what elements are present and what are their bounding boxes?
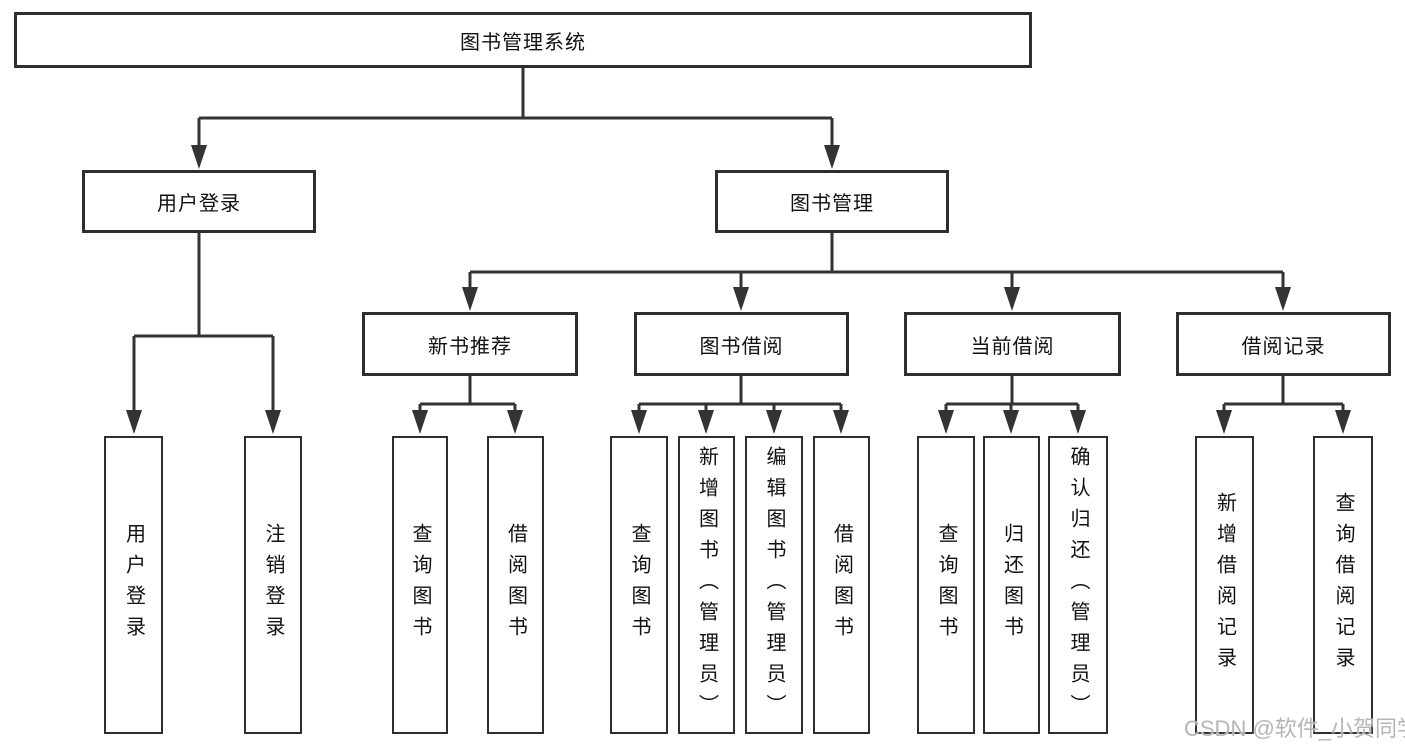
csdn-watermark: CSDN @软件_小贺同学 (1184, 716, 1405, 741)
node-borrowing-records: 借阅记录 (1176, 312, 1391, 376)
leaf-borrow-books: 借阅图书 (813, 436, 870, 734)
node-label: 查询借阅记录 (1332, 492, 1354, 678)
node-label: 新增图书（管理员） (695, 445, 718, 725)
node-book-borrowing: 图书借阅 (634, 312, 849, 376)
node-label: 图书借阅 (699, 335, 784, 358)
node-book-management: 图书管理 (715, 170, 949, 233)
leaf-borrow-books-recommend: 借阅图书 (487, 436, 544, 734)
arrowheads (126, 145, 1351, 434)
leaf-add-borrow-record: 新增借阅记录 (1195, 436, 1254, 734)
leaf-user-login: 用户登录 (104, 436, 163, 734)
node-current-borrowing: 当前借阅 (904, 312, 1121, 376)
node-user-login: 用户登录 (82, 170, 316, 233)
leaf-query-borrow-record: 查询借阅记录 (1313, 436, 1373, 734)
node-new-book-recommendation: 新书推荐 (362, 312, 578, 376)
node-label: 编辑图书（管理员） (763, 445, 785, 725)
node-label: 图书管理系统 (460, 31, 586, 54)
leaf-return-books: 归还图书 (983, 436, 1040, 734)
node-label: 借阅图书 (504, 523, 527, 647)
node-label: 新书推荐 (428, 335, 512, 358)
node-label: 注销登录 (262, 523, 284, 647)
leaf-logout: 注销登录 (244, 436, 302, 734)
node-library-management-system: 图书管理系统 (14, 12, 1032, 68)
leaf-edit-books-admin: 编辑图书（管理员） (745, 436, 803, 734)
node-label: 确认归还（管理员） (1067, 445, 1089, 725)
node-label: 查询图书 (628, 523, 650, 647)
node-label: 新增借阅记录 (1213, 492, 1236, 678)
node-label: 图书管理 (790, 193, 874, 215)
leaf-confirm-return-admin: 确认归还（管理员） (1048, 436, 1108, 734)
node-label: 当前借阅 (970, 335, 1055, 358)
node-label: 查询图书 (409, 523, 431, 647)
leaf-query-books-current: 查询图书 (917, 436, 975, 734)
node-label: 查询图书 (935, 523, 957, 647)
node-label: 用户登录 (122, 523, 145, 647)
leaf-add-books-admin: 新增图书（管理员） (678, 436, 735, 734)
node-label: 借阅图书 (830, 523, 853, 647)
node-label: 归还图书 (1000, 523, 1023, 647)
node-label: 借阅记录 (1241, 335, 1326, 358)
node-label: 用户登录 (157, 193, 241, 215)
leaf-query-books-borrowing: 查询图书 (610, 436, 668, 734)
leaf-query-books-recommend: 查询图书 (392, 436, 448, 734)
